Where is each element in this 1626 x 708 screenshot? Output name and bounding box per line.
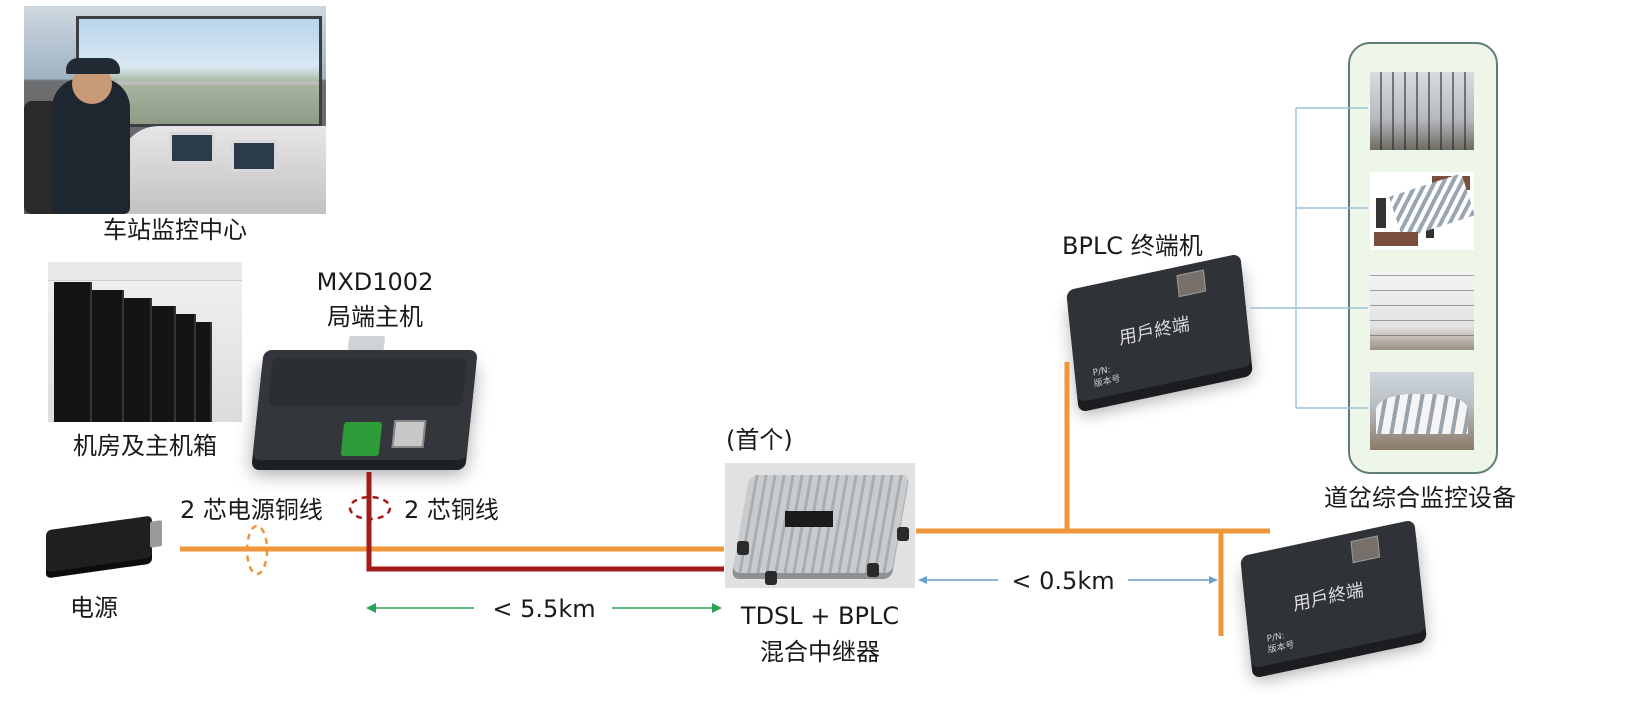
operator-cap — [66, 58, 120, 74]
cabinet-icon — [1376, 198, 1386, 228]
repeater-tag — [785, 511, 833, 527]
monitoring-equipment-panel — [1348, 42, 1498, 474]
arrowhead — [1209, 576, 1218, 584]
console-monitor — [169, 132, 215, 164]
repeater-device — [725, 463, 915, 588]
copper-cable-marker — [348, 495, 392, 521]
distance-label-host-repeater: < 5.5km — [492, 595, 596, 623]
distance-label-repeater-terminal: < 0.5km — [1011, 567, 1115, 595]
server-rack — [54, 282, 92, 422]
power-label: 电源 — [70, 594, 118, 622]
arrowhead — [918, 576, 927, 584]
repeater-label-line2: 混合中继器 — [760, 638, 880, 666]
server-rack — [124, 298, 152, 422]
console-desk — [119, 126, 326, 214]
server-room-photo — [48, 262, 242, 422]
cable-gland — [897, 527, 909, 541]
monitoring-screen-photo — [1370, 172, 1474, 250]
cable-gland — [765, 571, 777, 585]
monitoring-equipment-label: 道岔综合监控设备 — [1324, 484, 1516, 512]
server-rack — [176, 314, 196, 422]
arrowhead — [712, 603, 722, 613]
arrowhead — [366, 603, 376, 613]
server-rack — [196, 322, 212, 422]
power-cable-marker — [245, 524, 269, 576]
control-center-photo — [24, 6, 326, 214]
control-center-label: 车站监控中心 — [103, 216, 247, 244]
server-room-label: 机房及主机箱 — [73, 432, 217, 460]
copper-cable-label: 2 芯铜线 — [404, 496, 499, 524]
trackside-equipment-photo — [1370, 272, 1474, 350]
cable-gland — [737, 541, 749, 555]
repeater-label-line1: TDSL + BPLC — [740, 602, 900, 630]
bplc-terminal-label: BPLC 终端机 — [1062, 232, 1203, 260]
photo-strip — [1374, 232, 1418, 246]
power-cable-label: 2 芯电源铜线 — [180, 496, 323, 524]
repeater-note: (首个) — [726, 426, 793, 454]
host-label: 局端主机 — [327, 303, 423, 331]
server-rack — [92, 290, 124, 422]
copper-cable-line — [366, 472, 724, 572]
catenary-photo — [1370, 72, 1474, 150]
high-speed-trains-photo — [1370, 372, 1474, 450]
cable-gland — [867, 563, 879, 577]
host-model-label: MXD1002 — [316, 268, 434, 296]
console-monitor — [231, 140, 277, 172]
ceiling — [48, 262, 242, 281]
server-rack — [152, 306, 176, 422]
